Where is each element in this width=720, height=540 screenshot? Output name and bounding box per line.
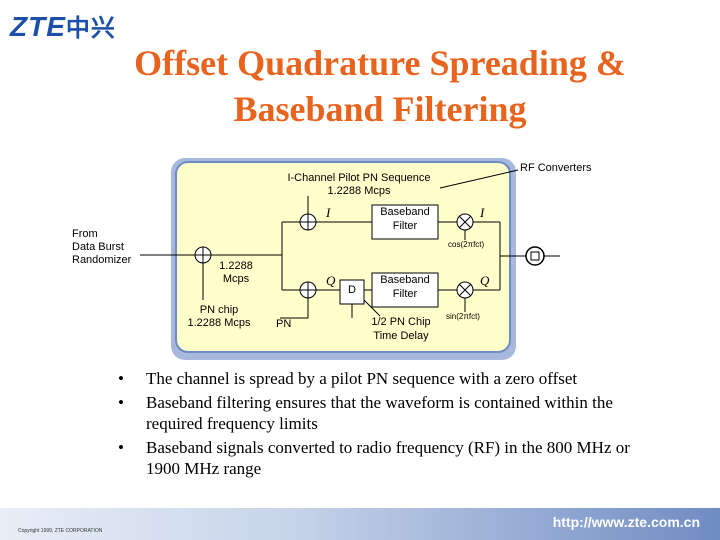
- baseband-filter-q-line1: Baseband: [380, 274, 430, 286]
- from-label-line1: From: [72, 228, 98, 240]
- baseband-filter-i-line2: Filter: [392, 220, 418, 232]
- zte-logo: ZTE中兴: [10, 8, 116, 43]
- delay-box: [339, 279, 365, 305]
- baseband-filter-i-line1: Baseband: [380, 206, 430, 218]
- q-out-label: Q: [480, 273, 490, 288]
- half-chip-label-line2: Time Delay: [373, 330, 429, 342]
- rate-label-line1: 1.2288: [219, 260, 253, 272]
- bullet-list: The channel is spread by a pilot PN sequ…: [112, 368, 632, 482]
- i-out-label: I: [480, 205, 485, 220]
- footer-url: http://www.zte.com.cn: [552, 514, 700, 530]
- logo-text: ZTE: [10, 11, 66, 42]
- bullet-item: Baseband signals converted to radio freq…: [112, 437, 632, 479]
- footer-bar: [0, 508, 720, 540]
- pn-chip-label-line1: PN chip: [199, 304, 239, 316]
- pn-label: PN: [276, 318, 292, 330]
- pn-chip-label-line2: 1.2288 Mcps: [187, 317, 251, 329]
- pilot-pn-label-line1: I-Channel Pilot PN Sequence: [287, 172, 431, 184]
- i-label: I: [326, 205, 331, 220]
- logo-chinese-text: 中兴: [65, 15, 116, 42]
- from-label-line2: Data Burst: [72, 241, 124, 253]
- summer-square: [530, 251, 540, 261]
- sin-label: sin(2πfct): [446, 312, 480, 321]
- rf-pointer: [439, 169, 519, 189]
- q-label: Q: [326, 273, 336, 288]
- delay-box-label: D: [348, 284, 356, 296]
- baseband-filter-i: [371, 204, 439, 240]
- bullet-item: The channel is spread by a pilot PN sequ…: [112, 368, 632, 389]
- spreading-diagram: RF Converters I-Channel Pilot PN Sequenc…: [0, 150, 720, 370]
- rate-label-line2: Mcps: [222, 273, 250, 285]
- rf-converters-label: RF Converters: [520, 162, 592, 174]
- footer-copyright: Copyright 1999, ZTE CORPORATION: [18, 528, 103, 534]
- baseband-filter-q-line2: Filter: [392, 288, 418, 300]
- slide-title-line-2: Baseband Filtering: [233, 89, 527, 129]
- half-chip-label-line1: 1/2 PN Chip: [371, 316, 431, 328]
- output-summer: [525, 246, 545, 266]
- diagram-svg: [140, 158, 560, 360]
- bullet-item: Baseband filtering ensures that the wave…: [112, 392, 632, 434]
- pilot-pn-label-line2: 1.2288 Mcps: [327, 185, 391, 197]
- slide-title-line-1: Offset Quadrature Spreading &: [134, 43, 626, 83]
- cos-label: cos(2πfct): [448, 240, 485, 249]
- from-label-line3: Randomizer: [72, 254, 132, 266]
- delay-pointer: [363, 299, 381, 317]
